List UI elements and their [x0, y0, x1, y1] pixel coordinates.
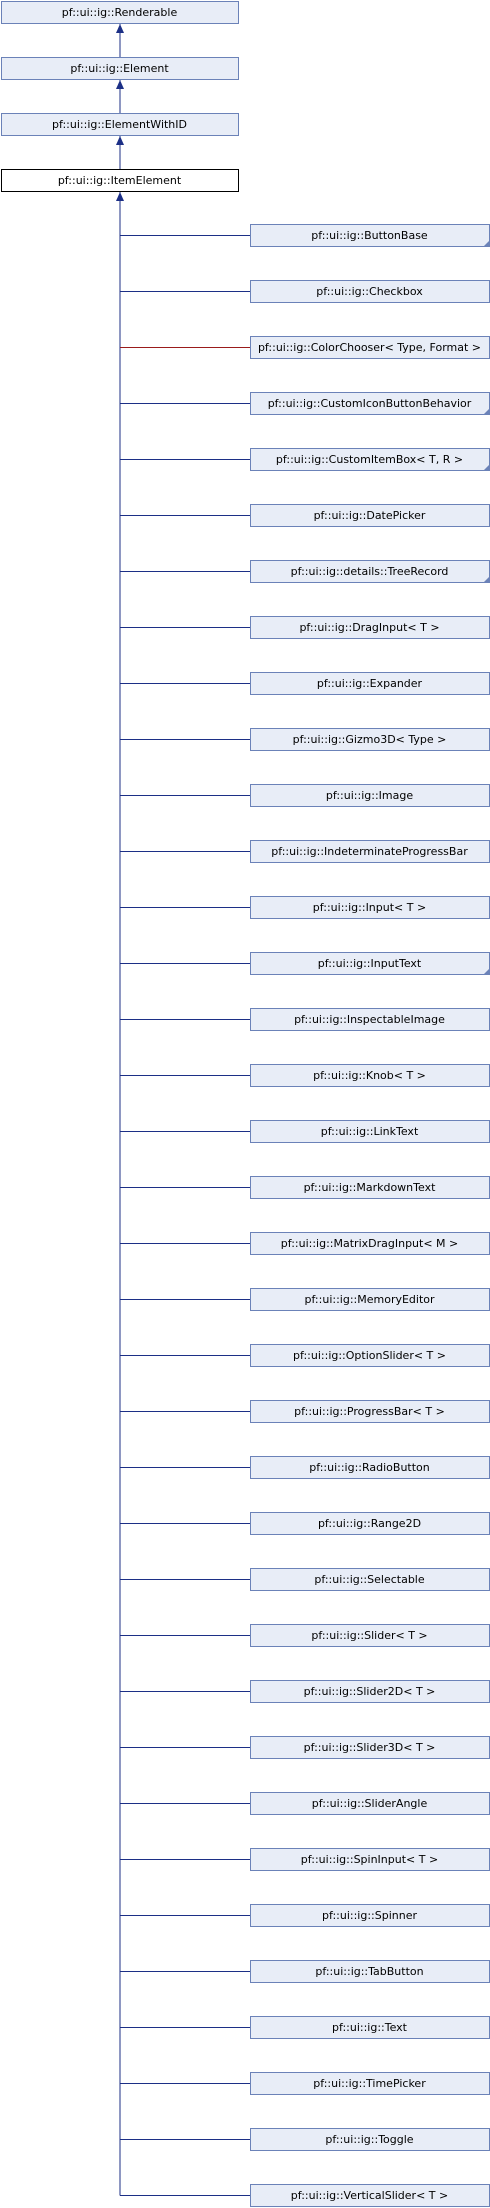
node-expander[interactable]: pf::ui::ig::Expander	[250, 672, 490, 695]
node-checkbox-label: pf::ui::ig::Checkbox	[316, 285, 423, 298]
node-gizmo3d-type[interactable]: pf::ui::ig::Gizmo3D< Type >	[250, 728, 490, 751]
node-memoryeditor[interactable]: pf::ui::ig::MemoryEditor	[250, 1288, 490, 1311]
node-inputtext-label: pf::ui::ig::InputText	[318, 957, 422, 970]
inheritance-arrow	[116, 24, 124, 33]
node-draginput-t[interactable]: pf::ui::ig::DragInput< T >	[250, 616, 490, 639]
node-sliderangle-label: pf::ui::ig::SliderAngle	[312, 1797, 428, 1810]
node-elementwithid-label: pf::ui::ig::ElementWithID	[52, 118, 187, 131]
node-spinner[interactable]: pf::ui::ig::Spinner	[250, 1904, 490, 1927]
node-datepicker-label: pf::ui::ig::DatePicker	[314, 509, 426, 522]
node-itemelement[interactable]: pf::ui::ig::ItemElement	[1, 169, 239, 192]
node-details-treerecord-label: pf::ui::ig::details::TreeRecord	[291, 565, 449, 578]
node-customiconbuttonbehavior-more-icon	[483, 408, 490, 415]
node-details-treerecord-more-icon	[483, 576, 490, 583]
node-tabbutton[interactable]: pf::ui::ig::TabButton	[250, 1960, 490, 1983]
node-details-treerecord[interactable]: pf::ui::ig::details::TreeRecord	[250, 560, 490, 583]
node-buttonbase[interactable]: pf::ui::ig::ButtonBase	[250, 224, 490, 247]
node-buttonbase-more-icon	[483, 240, 490, 247]
node-colorchooser-type-format[interactable]: pf::ui::ig::ColorChooser< Type, Format >	[250, 336, 490, 359]
node-customiconbuttonbehavior-label: pf::ui::ig::CustomIconButtonBehavior	[268, 397, 472, 410]
node-slider3d-t-label: pf::ui::ig::Slider3D< T >	[304, 1741, 436, 1754]
node-draginput-t-label: pf::ui::ig::DragInput< T >	[299, 621, 439, 634]
node-customitembox-t-r-more-icon	[483, 464, 490, 471]
node-inspectableimage-label: pf::ui::ig::InspectableImage	[294, 1013, 445, 1026]
node-spinner-label: pf::ui::ig::Spinner	[322, 1909, 417, 1922]
node-matrixdraginput-m-label: pf::ui::ig::MatrixDragInput< M >	[281, 1237, 459, 1250]
node-gizmo3d-type-label: pf::ui::ig::Gizmo3D< Type >	[293, 733, 447, 746]
node-slider2d-t-label: pf::ui::ig::Slider2D< T >	[304, 1685, 436, 1698]
node-buttonbase-label: pf::ui::ig::ButtonBase	[311, 229, 428, 242]
node-renderable-label: pf::ui::ig::Renderable	[62, 6, 178, 19]
node-spininput-t-label: pf::ui::ig::SpinInput< T >	[301, 1853, 438, 1866]
node-elementwithid-box	[1, 113, 239, 136]
node-tabbutton-label: pf::ui::ig::TabButton	[315, 1965, 423, 1978]
node-knob-t[interactable]: pf::ui::ig::Knob< T >	[250, 1064, 490, 1087]
node-verticalslider-t[interactable]: pf::ui::ig::VerticalSlider< T >	[250, 2184, 490, 2207]
node-element-box	[1, 57, 239, 80]
node-image[interactable]: pf::ui::ig::Image	[250, 784, 490, 807]
node-customitembox-t-r[interactable]: pf::ui::ig::CustomItemBox< T, R >	[250, 448, 490, 471]
inheritance-arrow	[116, 136, 124, 145]
node-radiobutton-label: pf::ui::ig::RadioButton	[309, 1461, 430, 1474]
node-datepicker[interactable]: pf::ui::ig::DatePicker	[250, 504, 490, 527]
node-sliderangle[interactable]: pf::ui::ig::SliderAngle	[250, 1792, 490, 1815]
node-knob-t-label: pf::ui::ig::Knob< T >	[313, 1069, 426, 1082]
node-verticalslider-t-label: pf::ui::ig::VerticalSlider< T >	[291, 2189, 448, 2202]
node-markdowntext-label: pf::ui::ig::MarkdownText	[304, 1181, 437, 1194]
node-checkbox[interactable]: pf::ui::ig::Checkbox	[250, 280, 490, 303]
children-trunk-arrow	[116, 192, 124, 201]
node-itemelement-label: pf::ui::ig::ItemElement	[58, 174, 182, 187]
node-itemelement-box	[1, 169, 239, 192]
node-slider-t-label: pf::ui::ig::Slider< T >	[311, 1629, 427, 1642]
node-slider-t[interactable]: pf::ui::ig::Slider< T >	[250, 1624, 490, 1647]
node-linktext[interactable]: pf::ui::ig::LinkText	[250, 1120, 490, 1143]
node-indeterminateprogressbar-label: pf::ui::ig::IndeterminateProgressBar	[271, 845, 468, 858]
node-optionslider-t-label: pf::ui::ig::OptionSlider< T >	[293, 1349, 446, 1362]
node-element[interactable]: pf::ui::ig::Element	[1, 57, 239, 80]
node-selectable-label: pf::ui::ig::Selectable	[314, 1573, 424, 1586]
node-colorchooser-type-format-label: pf::ui::ig::ColorChooser< Type, Format >	[258, 341, 481, 354]
node-element-label: pf::ui::ig::Element	[70, 62, 169, 75]
node-timepicker[interactable]: pf::ui::ig::TimePicker	[250, 2072, 490, 2095]
node-toggle-label: pf::ui::ig::Toggle	[325, 2133, 413, 2146]
node-toggle[interactable]: pf::ui::ig::Toggle	[250, 2128, 490, 2151]
node-markdowntext[interactable]: pf::ui::ig::MarkdownText	[250, 1176, 490, 1199]
node-customiconbuttonbehavior[interactable]: pf::ui::ig::CustomIconButtonBehavior	[250, 392, 490, 415]
node-renderable-box	[1, 1, 239, 24]
node-inputtext-more-icon	[483, 968, 490, 975]
node-expander-label: pf::ui::ig::Expander	[317, 677, 423, 690]
node-matrixdraginput-m[interactable]: pf::ui::ig::MatrixDragInput< M >	[250, 1232, 490, 1255]
node-progressbar-t-label: pf::ui::ig::ProgressBar< T >	[294, 1405, 445, 1418]
node-renderable[interactable]: pf::ui::ig::Renderable	[1, 1, 239, 24]
node-inspectableimage[interactable]: pf::ui::ig::InspectableImage	[250, 1008, 490, 1031]
node-progressbar-t[interactable]: pf::ui::ig::ProgressBar< T >	[250, 1400, 490, 1423]
node-elementwithid[interactable]: pf::ui::ig::ElementWithID	[1, 113, 239, 136]
node-selectable[interactable]: pf::ui::ig::Selectable	[250, 1568, 490, 1591]
node-slider3d-t[interactable]: pf::ui::ig::Slider3D< T >	[250, 1736, 490, 1759]
node-range2d[interactable]: pf::ui::ig::Range2D	[250, 1512, 490, 1535]
node-customitembox-t-r-label: pf::ui::ig::CustomItemBox< T, R >	[276, 453, 463, 466]
node-range2d-label: pf::ui::ig::Range2D	[318, 1517, 421, 1530]
node-text-label: pf::ui::ig::Text	[332, 2021, 408, 2034]
node-text[interactable]: pf::ui::ig::Text	[250, 2016, 490, 2039]
node-spininput-t[interactable]: pf::ui::ig::SpinInput< T >	[250, 1848, 490, 1871]
node-inputtext[interactable]: pf::ui::ig::InputText	[250, 952, 490, 975]
inheritance-arrow	[116, 80, 124, 89]
node-slider2d-t[interactable]: pf::ui::ig::Slider2D< T >	[250, 1680, 490, 1703]
node-optionslider-t[interactable]: pf::ui::ig::OptionSlider< T >	[250, 1344, 490, 1367]
node-linktext-label: pf::ui::ig::LinkText	[321, 1125, 419, 1138]
node-input-t[interactable]: pf::ui::ig::Input< T >	[250, 896, 490, 919]
node-radiobutton[interactable]: pf::ui::ig::RadioButton	[250, 1456, 490, 1479]
node-indeterminateprogressbar[interactable]: pf::ui::ig::IndeterminateProgressBar	[250, 840, 490, 863]
node-timepicker-label: pf::ui::ig::TimePicker	[313, 2077, 426, 2090]
node-image-label: pf::ui::ig::Image	[326, 789, 413, 802]
node-memoryeditor-label: pf::ui::ig::MemoryEditor	[304, 1293, 435, 1306]
node-input-t-label: pf::ui::ig::Input< T >	[313, 901, 426, 914]
